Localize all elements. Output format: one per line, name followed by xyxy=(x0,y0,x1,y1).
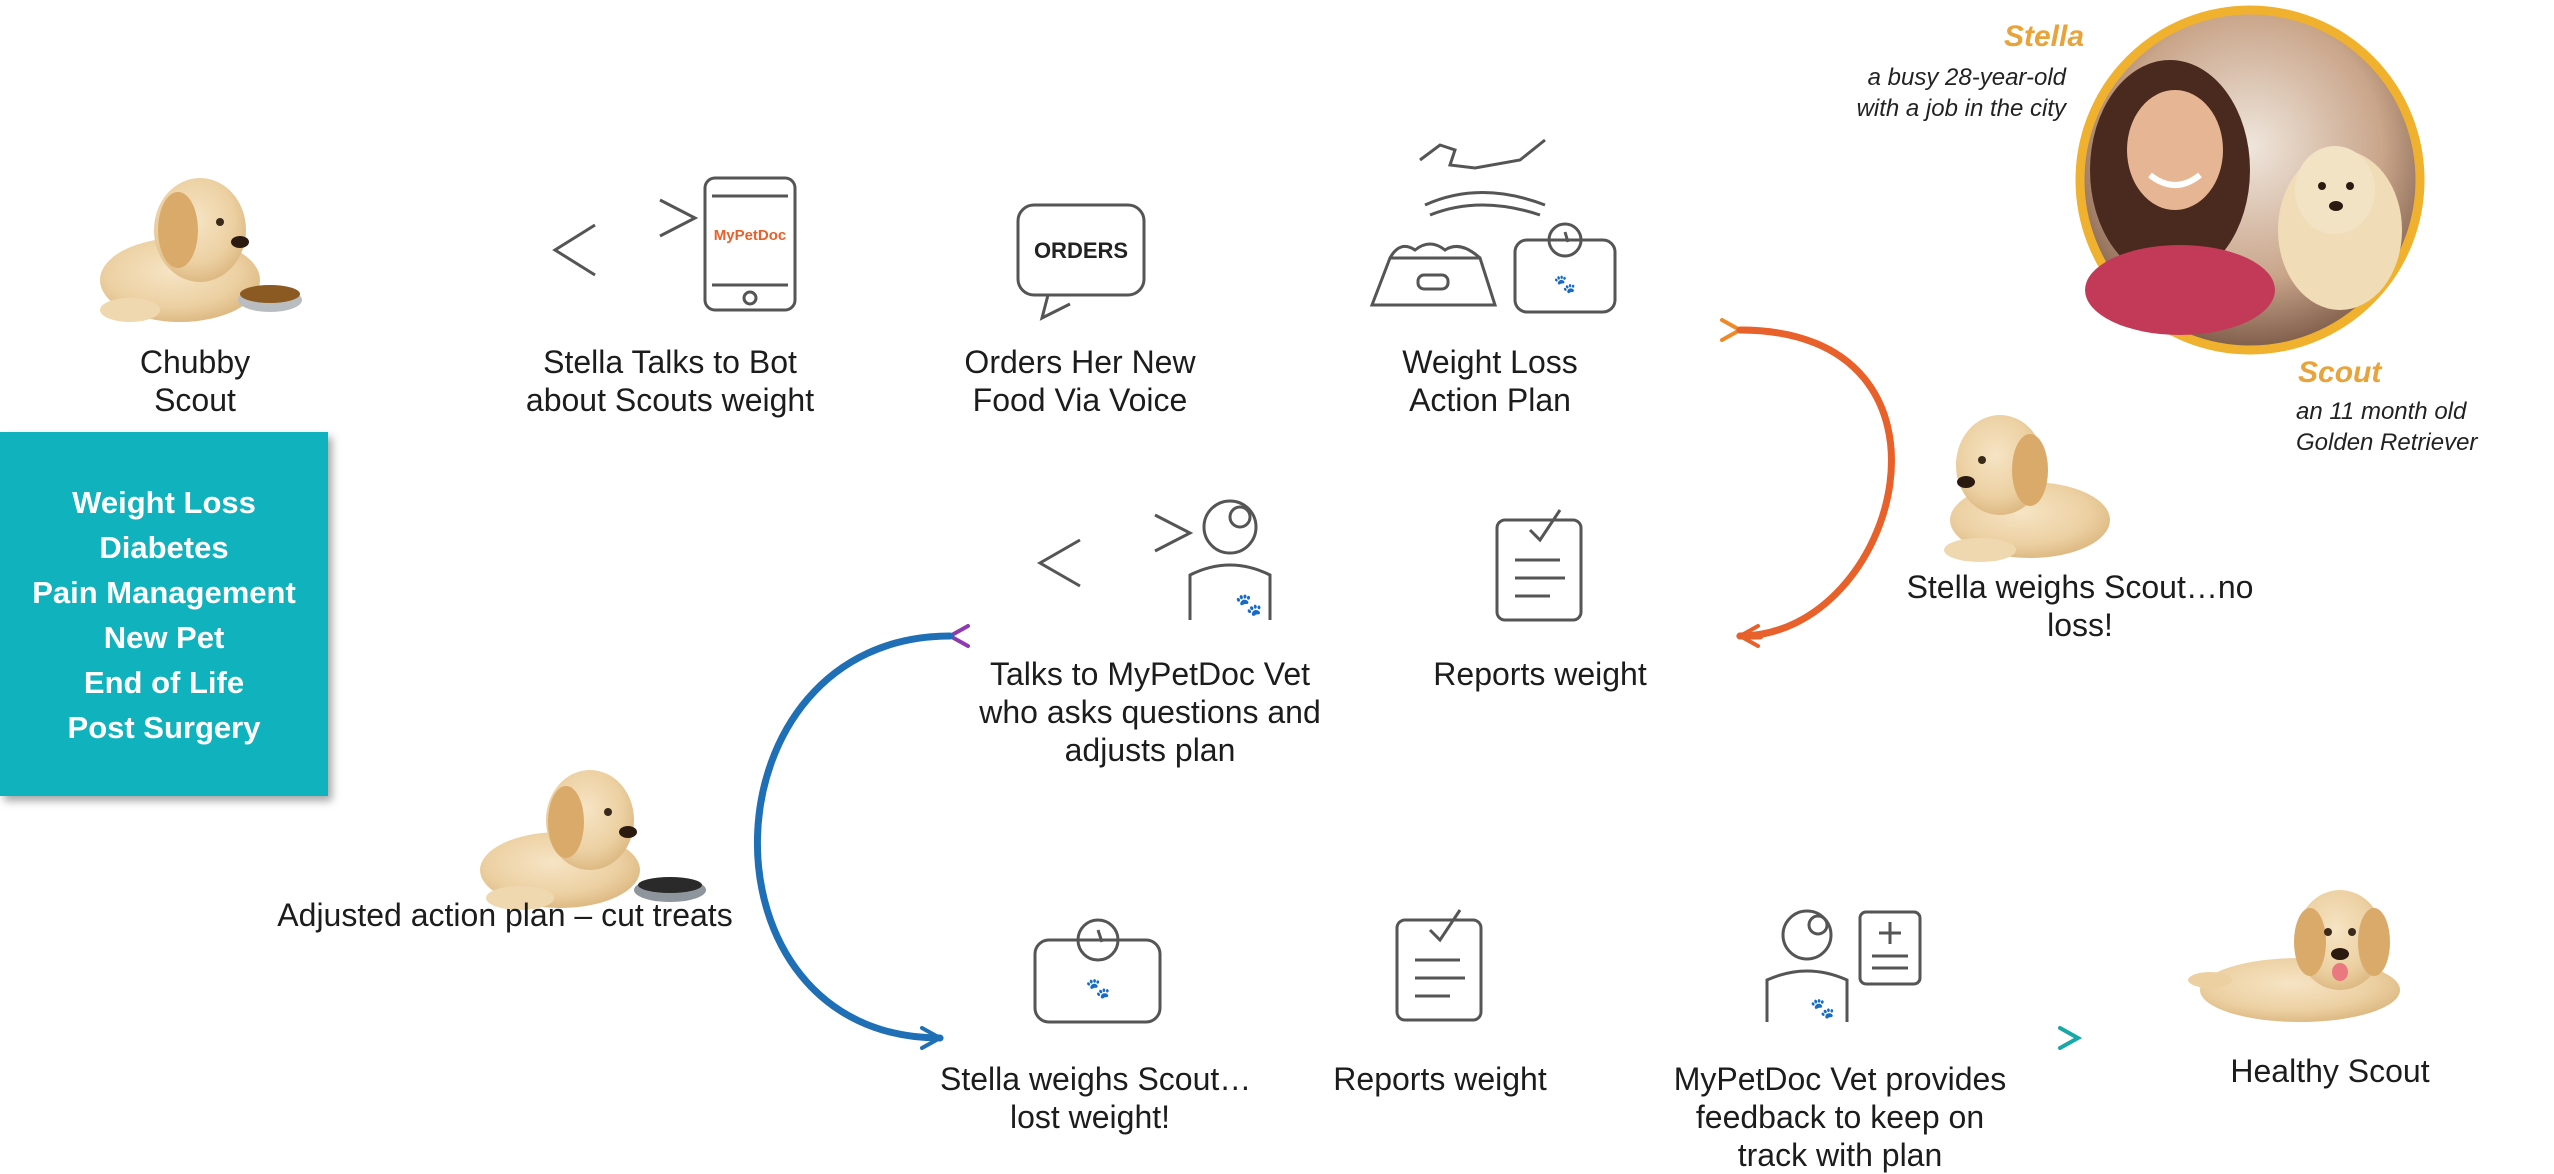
label-line: lost weight! xyxy=(1009,1099,1171,1135)
pet-desc-line: Golden Retriever xyxy=(2296,429,2478,456)
stella-and-scout-photo xyxy=(2075,5,2425,355)
label-line: Orders Her New xyxy=(964,344,1196,380)
chevron-right-icon-2 xyxy=(1154,513,1194,553)
chevron-left-icon-2 xyxy=(1036,538,1081,588)
condition-item: Weight Loss xyxy=(72,485,256,520)
path-curve-right xyxy=(1736,326,1895,640)
orders-icon-text: ORDERS xyxy=(1034,238,1128,263)
label-line: who asks questions and xyxy=(979,694,1321,730)
label-line: Food Via Voice xyxy=(972,382,1188,418)
condition-item: New Pet xyxy=(103,620,225,655)
label-line: Weight Loss xyxy=(1402,344,1578,380)
label-line: track with plan xyxy=(1737,1137,1943,1173)
step-healthy-scout: Healthy Scout xyxy=(2230,1053,2430,1089)
condition-item: Post Surgery xyxy=(67,710,261,745)
step-talks-to-bot: Stella Talks to Bot about Scouts weight xyxy=(520,343,820,419)
healthy-scout-puppy-image xyxy=(2188,890,2400,1022)
pet-name: Scout xyxy=(2298,356,2382,389)
chubby-scout-puppy-image xyxy=(100,178,302,322)
chevron-right-icon xyxy=(659,198,699,238)
label-line: about Scouts weight xyxy=(525,382,815,418)
label-line: Action Plan xyxy=(1409,382,1571,418)
step-vet-feedback: MyPetDoc Vet provides feedback to keep o… xyxy=(1660,1060,2020,1174)
weight-loss-plan-icon: 🐾 xyxy=(1369,138,1617,314)
step-chubby-scout: Chubby Scout xyxy=(139,344,251,418)
step-action-plan: Weight Loss Action Plan xyxy=(1370,343,1610,419)
path-curve-left xyxy=(753,632,954,1042)
report-clipboard-icon xyxy=(1495,509,1583,622)
conditions-box: Weight Loss Diabetes Pain Management New… xyxy=(0,432,328,796)
label-line: Stella Talks to Bot xyxy=(543,344,797,380)
condition-item: Pain Management xyxy=(32,575,296,610)
owner-description: a busy 28-year-old with a job in the cit… xyxy=(1857,62,2066,124)
label-line: feedback to keep on xyxy=(1695,1099,1985,1135)
scale-icon xyxy=(1513,238,1617,314)
label-line: Stella weighs Scout… xyxy=(940,1061,1252,1097)
label-line: adjusts plan xyxy=(1064,732,1236,768)
orders-voice-icon: ORDERS xyxy=(1016,203,1146,321)
owner-desc-line: a busy 28-year-old xyxy=(1867,64,2066,91)
jumping-dog-icon xyxy=(1419,138,1546,170)
svg-text:🐾: 🐾 xyxy=(1235,592,1262,617)
svg-text:🐾: 🐾 xyxy=(1810,998,1835,1020)
vet-feedback-icon: 🐾 xyxy=(1765,909,1922,1022)
app-brand-text: MyPetDoc xyxy=(714,227,787,244)
label-line: MyPetDoc Vet provides xyxy=(1673,1061,2007,1097)
owner-name: Stella xyxy=(2004,20,2085,53)
chat-bot-phone-icon: MyPetDoc xyxy=(552,176,797,312)
step-adjusted-plan: Adjusted action plan – cut treats xyxy=(277,897,733,933)
report-clipboard-icon-2 xyxy=(1395,909,1483,1022)
step-weighs-lost: Stella weighs Scout… lost weight! xyxy=(940,1060,1252,1136)
step-weighs-no-loss: Stella weighs Scout…no loss! xyxy=(1906,569,2254,643)
chevron-left-icon xyxy=(552,223,596,277)
sad-puppy-image xyxy=(1944,415,2110,562)
svg-text:🐾: 🐾 xyxy=(1086,978,1111,1000)
label-line: Talks to MyPetDoc Vet xyxy=(989,656,1311,692)
pet-desc-line: an 11 month old xyxy=(2296,398,2467,425)
vet-chat-icon: 🐾 xyxy=(1036,499,1272,620)
step-talks-to-vet: Talks to MyPetDoc Vet who asks questions… xyxy=(970,655,1330,769)
step-reports-weight-2: Reports weight xyxy=(1333,1061,1547,1097)
adjusted-plan-puppy-image xyxy=(480,770,706,910)
weigh-scale-icon: 🐾 xyxy=(1033,918,1162,1024)
owner-desc-line: with a job in the city xyxy=(1856,95,2066,122)
food-bowl-icon xyxy=(1369,256,1498,307)
condition-item: Diabetes xyxy=(99,530,229,565)
path-arrow-5 xyxy=(2058,1026,2083,1050)
condition-item: End of Life xyxy=(83,665,245,700)
pet-description: an 11 month old Golden Retriever xyxy=(2296,396,2477,458)
step-reports-weight-1: Reports weight xyxy=(1433,656,1647,692)
step-orders-food: Orders Her New Food Via Voice xyxy=(945,343,1215,419)
svg-text:🐾: 🐾 xyxy=(1554,274,1576,294)
journey-path xyxy=(0,318,2554,1050)
